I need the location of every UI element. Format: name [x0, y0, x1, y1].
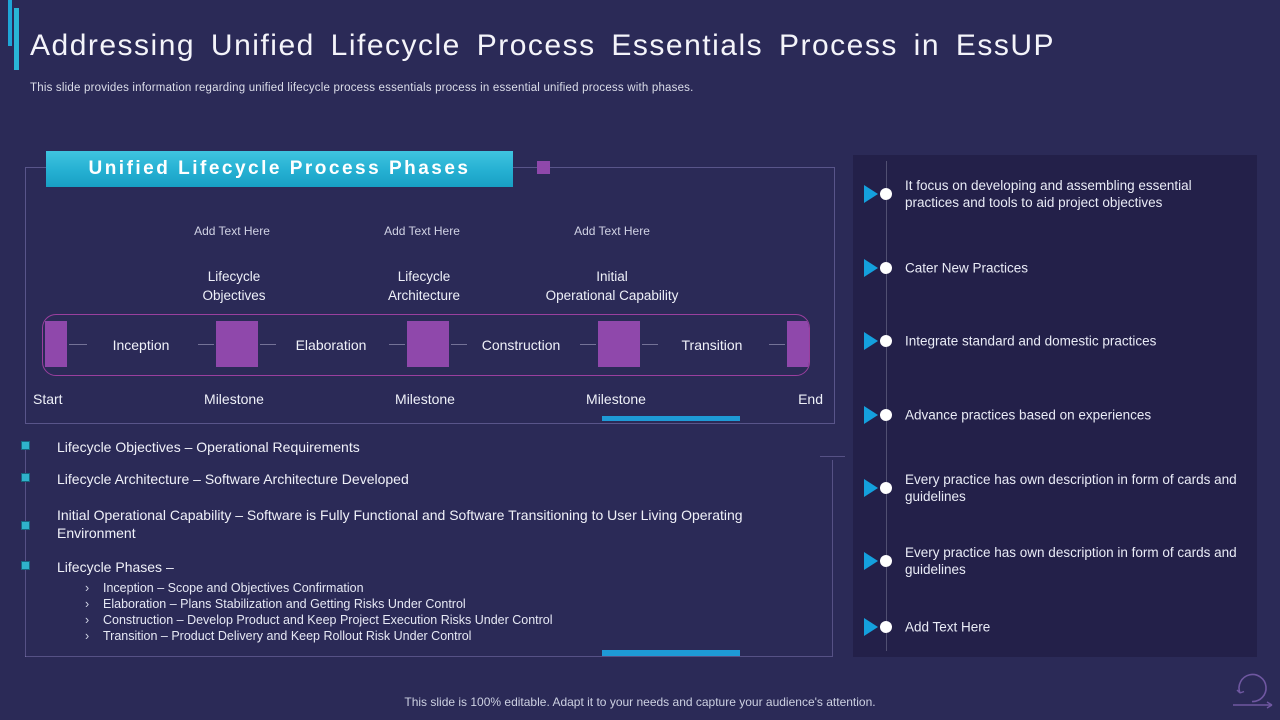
panel-vertical-line: [886, 161, 887, 651]
milestone-name: Lifecycle Architecture: [387, 269, 461, 303]
connector-dash: [642, 344, 658, 345]
connector-dash: [580, 344, 596, 345]
sub-note-text: Elaboration – Plans Stabilization and Ge…: [103, 597, 466, 611]
page-title: Addressing Unified Lifecycle Process Ess…: [30, 29, 1056, 62]
milestone-marker: [598, 321, 640, 367]
chevron-marker-icon: ›: [85, 629, 90, 643]
practice-item: Integrate standard and domestic practice…: [853, 321, 1257, 361]
play-icon: [864, 332, 878, 350]
sub-note-text: Inception – Scope and Objectives Confirm…: [103, 581, 364, 595]
sub-note-text: Construction – Develop Product and Keep …: [103, 613, 553, 627]
milestone-marker: [787, 321, 809, 367]
notes-frame-left: [25, 450, 26, 657]
dot-icon: [880, 621, 892, 633]
dot-icon: [880, 262, 892, 274]
practice-item: Add Text Here: [853, 607, 1257, 647]
chevron-marker-icon: ›: [85, 597, 90, 611]
practice-item: Every practice has own description in fo…: [853, 468, 1257, 508]
diagram-banner: Unified Lifecycle Process Phases: [46, 151, 513, 187]
notes-frame-right: [832, 460, 833, 657]
notes-frame-bottom: [25, 656, 832, 657]
practice-item: Advance practices based on experiences: [853, 395, 1257, 435]
chevron-marker-icon: ›: [85, 581, 90, 595]
note-item: Lifecycle Phases –: [57, 559, 174, 575]
timeline-milestone-label: Milestone: [204, 391, 264, 407]
bullet-square-icon: [21, 441, 30, 450]
connector-dash: [769, 344, 785, 345]
timeline-milestone-label: Milestone: [395, 391, 455, 407]
phase-label: Transition: [681, 337, 743, 353]
cyan-underline: [602, 650, 740, 656]
connector-dash: [260, 344, 276, 345]
bullet-square-icon: [21, 561, 30, 570]
milestone-name: Lifecycle Objectives: [202, 269, 266, 303]
practice-text: Every practice has own description in fo…: [905, 472, 1237, 504]
timeline-milestone-label: Milestone: [586, 391, 646, 407]
dot-icon: [880, 482, 892, 494]
phase-label: Inception: [112, 337, 170, 353]
milestone-marker: [216, 321, 258, 367]
practice-item: It focus on developing and assembling es…: [853, 174, 1257, 214]
phase-label: Elaboration: [295, 337, 367, 353]
agile-loop-icon: [1233, 673, 1273, 709]
play-icon: [864, 479, 878, 497]
sub-note-item: › Elaboration – Plans Stabilization and G…: [85, 596, 785, 612]
play-icon: [864, 552, 878, 570]
dot-icon: [880, 188, 892, 200]
connector-square: [537, 161, 550, 174]
accent-bar-thin: [8, 0, 12, 46]
page-subtitle: This slide provides information regardin…: [30, 82, 694, 94]
timeline-band: Inception Elaboration Construction Trans…: [42, 314, 810, 376]
sub-note-text: Transition – Product Delivery and Keep R…: [103, 629, 472, 643]
practice-item: Cater New Practices: [853, 248, 1257, 288]
practice-text[interactable]: Add Text Here: [905, 619, 991, 635]
practice-text: It focus on developing and assembling es…: [905, 178, 1192, 210]
add-text-placeholder[interactable]: Add Text Here: [194, 224, 270, 238]
practice-text: Cater New Practices: [905, 260, 1029, 276]
play-icon: [864, 259, 878, 277]
timeline-end-label: End: [798, 391, 823, 407]
sub-note-item: › Inception – Scope and Objectives Confir…: [85, 580, 785, 596]
practice-text: Every practice has own description in fo…: [905, 545, 1237, 577]
practices-panel: It focus on developing and assembling es…: [853, 155, 1257, 657]
phase-label: Construction: [481, 337, 561, 353]
notes-frame-tick: [820, 456, 845, 457]
sub-note-item: › Construction – Develop Product and Keep…: [85, 612, 785, 628]
play-icon: [864, 185, 878, 203]
add-text-placeholder[interactable]: Add Text Here: [384, 224, 460, 238]
play-icon: [864, 406, 878, 424]
milestone-name: Initial Operational Capability: [545, 269, 679, 303]
cyan-underline: [602, 416, 740, 421]
connector-dash: [69, 344, 87, 345]
bullet-square-icon: [21, 473, 30, 482]
bullet-square-icon: [21, 521, 30, 530]
note-item: Lifecycle Architecture – Software Archit…: [57, 471, 409, 487]
practice-text: Advance practices based on experiences: [905, 407, 1152, 423]
practice-text: Integrate standard and domestic practice…: [905, 333, 1157, 349]
milestone-marker: [407, 321, 449, 367]
sub-note-item: › Transition – Product Delivery and Keep …: [85, 628, 785, 644]
play-icon: [864, 618, 878, 636]
dot-icon: [880, 555, 892, 567]
timeline-start-label: Start: [33, 391, 63, 407]
note-item: Lifecycle Objectives – Operational Requi…: [57, 439, 360, 455]
connector-dash: [198, 344, 214, 345]
practice-item: Every practice has own description in fo…: [853, 541, 1257, 581]
dot-icon: [880, 335, 892, 347]
accent-bar-thick: [14, 8, 19, 70]
add-text-placeholder[interactable]: Add Text Here: [574, 224, 650, 238]
connector-dash: [389, 344, 405, 345]
chevron-marker-icon: ›: [85, 613, 90, 627]
dot-icon: [880, 409, 892, 421]
milestone-marker: [45, 321, 67, 367]
note-item: Initial Operational Capability – Softwar…: [57, 507, 743, 541]
connector-dash: [451, 344, 467, 345]
footer-note: This slide is 100% editable. Adapt it to…: [404, 695, 876, 709]
